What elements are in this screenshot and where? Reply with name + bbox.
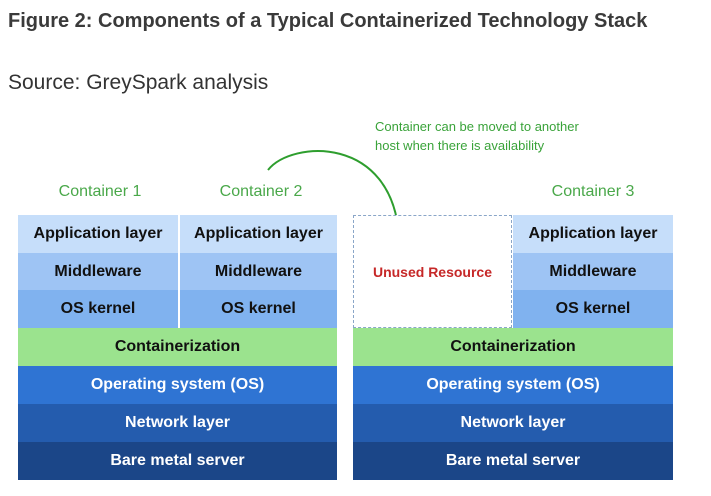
annotation-line-1: Container can be moved to another — [375, 119, 579, 134]
container-1-os-kernel: OS kernel — [18, 290, 178, 328]
right-bare-metal-server: Bare metal server — [353, 442, 673, 480]
left-network-layer: Network layer — [18, 404, 337, 442]
container-1-label: Container 1 — [58, 183, 142, 200]
figure-source: Source: GreySpark analysis — [8, 71, 269, 94]
figure-title: Figure 2: Components of a Typical Contai… — [8, 10, 648, 32]
container-3-application-layer: Application layer — [513, 215, 673, 253]
right-network-layer: Network layer — [353, 404, 673, 442]
annotation-line-2: host when there is availability — [375, 138, 545, 153]
left-operating-system: Operating system (OS) — [18, 366, 337, 404]
container-1-middleware: Middleware — [18, 253, 178, 290]
container-3-os-kernel: OS kernel — [513, 290, 673, 328]
container-2-os-kernel: OS kernel — [180, 290, 337, 328]
container-1-application-layer: Application layer — [18, 215, 178, 253]
container-2-middleware: Middleware — [180, 253, 337, 290]
right-containerization: Containerization — [353, 328, 673, 366]
left-containerization: Containerization — [18, 328, 337, 366]
container-2-label: Container 2 — [219, 183, 303, 200]
right-operating-system: Operating system (OS) — [353, 366, 673, 404]
container-3-label: Container 3 — [551, 183, 635, 200]
container-2-application-layer: Application layer — [180, 215, 337, 253]
left-bare-metal-server: Bare metal server — [18, 442, 337, 480]
unused-resource-slot: Unused Resource — [353, 215, 512, 328]
container-3-middleware: Middleware — [513, 253, 673, 290]
